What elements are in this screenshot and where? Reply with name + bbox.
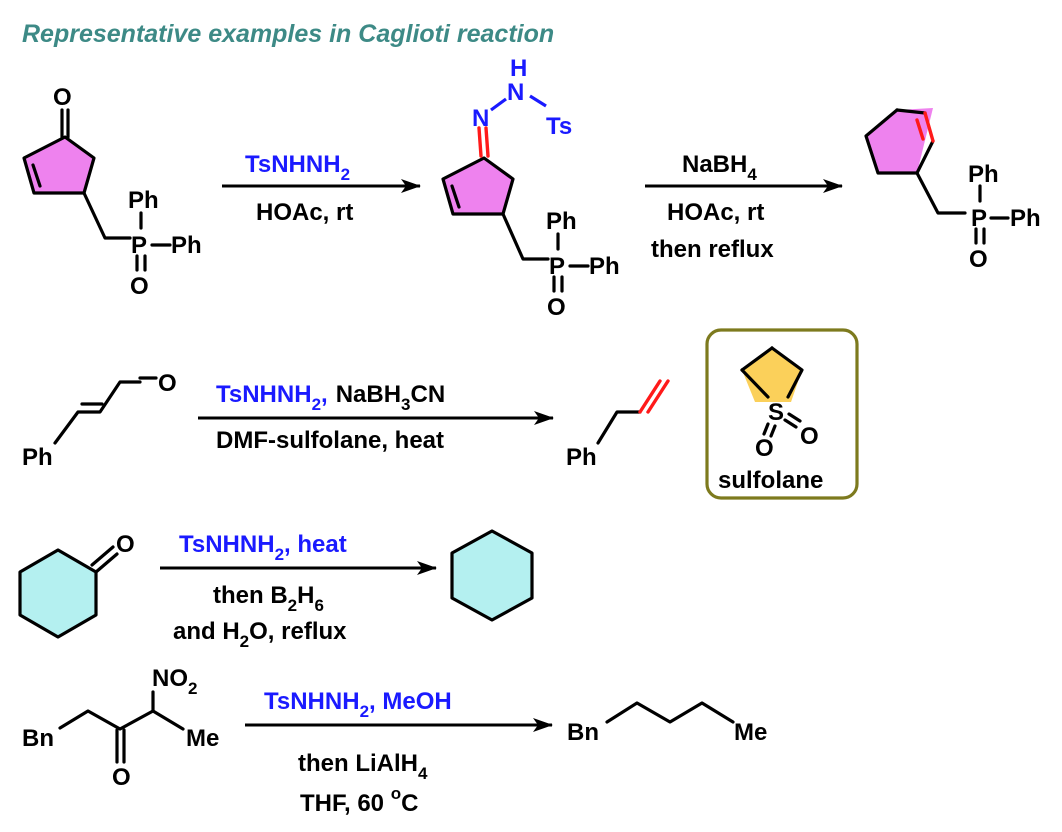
ring-bond-top bbox=[895, 108, 927, 115]
atom-S: S bbox=[768, 399, 784, 426]
so-bond-left-a bbox=[762, 422, 770, 436]
atom-H: H bbox=[510, 55, 527, 82]
compound-3-cyclopentene: Ph P Ph O bbox=[864, 108, 1041, 273]
so-bond-right-a bbox=[783, 418, 798, 429]
sulfolane-label: sulfolane bbox=[718, 467, 823, 494]
atom-O: O bbox=[53, 84, 72, 111]
ring bbox=[18, 548, 98, 639]
atom-P: P bbox=[131, 232, 147, 259]
atom-O: O bbox=[158, 370, 177, 397]
arrow-3-reagent: TsNHNH2,NaBH3CN bbox=[216, 381, 445, 414]
chain-bonds bbox=[596, 410, 642, 445]
atom-Ph-top: Ph bbox=[968, 161, 999, 188]
atom-O-phosphoryl: O bbox=[130, 273, 149, 300]
atom-Me: Me bbox=[734, 719, 767, 746]
atom-Ph-top: Ph bbox=[546, 208, 577, 235]
compound-1-cyclopentenone: O Ph P Ph O bbox=[22, 84, 202, 300]
compound-5-allylbenzene: Ph bbox=[566, 379, 670, 471]
atom-O-left: O bbox=[755, 435, 774, 462]
arrow-5-conditions-1: then LiAlH4 bbox=[298, 750, 428, 783]
atom-N2: N bbox=[507, 79, 524, 106]
ring-bonds bbox=[22, 135, 96, 195]
double-bond-inner bbox=[31, 163, 42, 188]
atom-O: O bbox=[112, 764, 131, 791]
arrow-2-reagent: NaBH4 bbox=[682, 151, 757, 184]
ring bbox=[450, 529, 534, 622]
so-bond-right-b bbox=[787, 412, 802, 423]
alkene-bond-outer bbox=[923, 111, 935, 143]
ch2-bond bbox=[501, 212, 550, 261]
arrow-2-conditions-1: HOAc, rt bbox=[667, 199, 764, 226]
so-bond-left-b bbox=[769, 424, 777, 438]
ch2-bond bbox=[915, 171, 967, 215]
n-ts-bond bbox=[529, 94, 547, 108]
atom-O-right: O bbox=[800, 423, 819, 450]
nn-bond bbox=[490, 97, 507, 112]
compound-2-tosylhydrazone: N N H Ts Ph P Ph O bbox=[441, 55, 620, 321]
alkene-bond-outer bbox=[638, 379, 662, 414]
alkene-bond-inner bbox=[915, 118, 925, 141]
ring-fill bbox=[443, 158, 513, 214]
atom-P: P bbox=[971, 205, 987, 232]
arrow-3-conditions: DMF-sulfolane, heat bbox=[216, 427, 444, 454]
atom-Ph-right: Ph bbox=[171, 232, 202, 259]
arrow-1-conditions: HOAc, rt bbox=[256, 199, 353, 226]
atom-Ph: Ph bbox=[566, 444, 597, 471]
chain-bonds bbox=[605, 701, 735, 724]
atom-Ph: Ph bbox=[22, 444, 53, 471]
compound-6-cyclohexanone: O bbox=[18, 531, 135, 639]
arrow-1-reagent: TsNHNH2 bbox=[245, 151, 350, 184]
double-bond-inner bbox=[450, 184, 461, 209]
ch2-bond bbox=[82, 191, 132, 240]
atom-O: O bbox=[116, 531, 135, 558]
atom-Ts: Ts bbox=[546, 113, 572, 140]
atom-Me: Me bbox=[186, 725, 219, 752]
ring-bonds bbox=[441, 156, 515, 216]
compound-4-cinnamaldehyde: O Ph bbox=[22, 370, 177, 471]
compound-7-cyclohexane bbox=[450, 529, 534, 622]
atom-Ph-top: Ph bbox=[128, 187, 159, 214]
cn-double-bond-b bbox=[484, 126, 490, 158]
atom-O-phosphoryl: O bbox=[969, 246, 988, 273]
ring-bond-top bbox=[740, 346, 774, 372]
scheme-title: Representative examples in Caglioti reac… bbox=[22, 20, 554, 48]
chain-bonds bbox=[53, 380, 142, 445]
ring-fill bbox=[866, 108, 933, 173]
carbonyl-bond-a bbox=[94, 552, 119, 574]
sulfolane-box: S O O sulfolane bbox=[705, 328, 859, 500]
ring-fill bbox=[742, 348, 802, 402]
arrow-4-reagent: TsNHNH2, heat bbox=[179, 531, 347, 564]
cn-double-bond-a bbox=[477, 126, 483, 158]
ring-bonds bbox=[864, 108, 935, 175]
atom-Ph-right: Ph bbox=[589, 253, 620, 280]
arrow-5-conditions-2: THF, 60 oC bbox=[300, 784, 418, 817]
atom-NO2: NO2 bbox=[152, 665, 197, 698]
carbonyl-bond-b bbox=[90, 545, 115, 567]
atom-N1: N bbox=[472, 105, 489, 132]
chain-bonds bbox=[58, 709, 185, 731]
atom-O-phosphoryl: O bbox=[547, 294, 566, 321]
arrow-4-conditions-1: then B2H6 bbox=[213, 582, 324, 615]
atom-P: P bbox=[549, 253, 565, 280]
atom-Ph-right: Ph bbox=[1010, 205, 1041, 232]
alkene-bond-inner bbox=[646, 379, 670, 414]
arrow-4-conditions-2: and H2O, reflux bbox=[173, 618, 347, 651]
compound-9-alkane: Bn Me bbox=[567, 701, 767, 746]
atom-Bn: Bn bbox=[22, 725, 54, 752]
compound-8-nitroketone: Bn O NO2 Me bbox=[22, 665, 219, 791]
arrow-5-reagent: TsNHNH2, MeOH bbox=[264, 688, 452, 721]
ring-fill bbox=[24, 137, 94, 193]
atom-Bn: Bn bbox=[567, 719, 599, 746]
arrow-2-conditions-2: then reflux bbox=[651, 236, 774, 263]
